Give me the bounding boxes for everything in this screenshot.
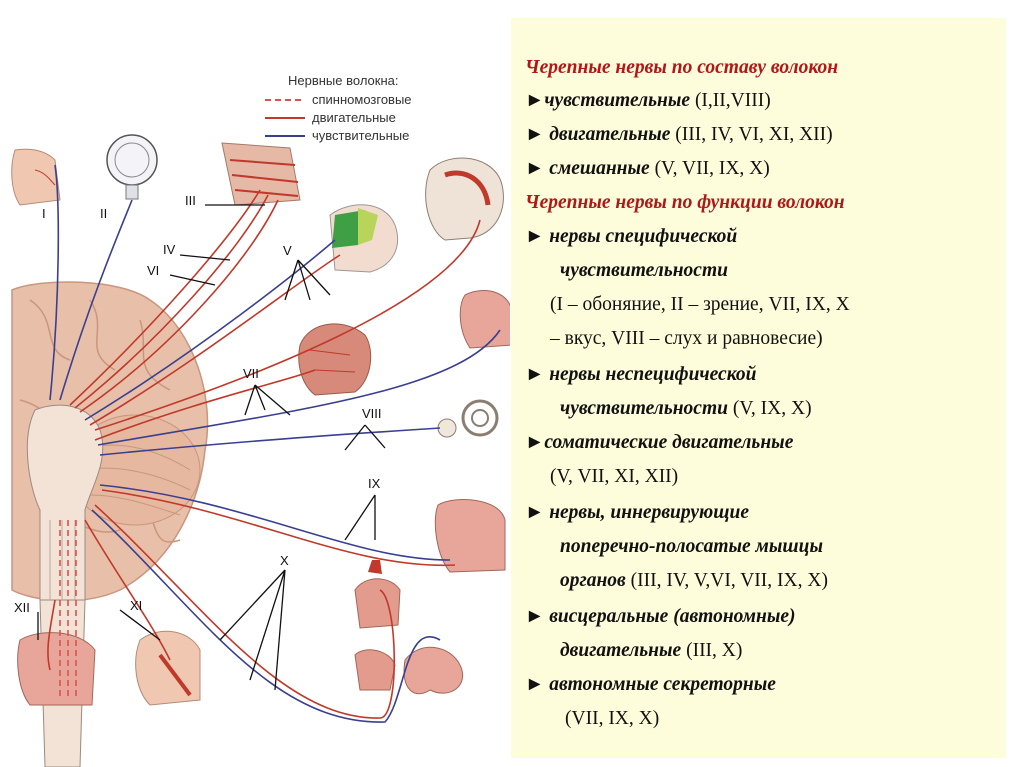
- legend-title: Нервные волокна:: [288, 73, 399, 88]
- line-somatic: ►соматические двигательные: [525, 432, 794, 453]
- numbers-striated: (III, IV, V,VI, VII, IX, X): [625, 570, 828, 591]
- line-specific-cont: чувствительности: [560, 260, 728, 281]
- term-nonspecific-cont: чувствительности: [560, 398, 728, 419]
- text-panel: [511, 18, 1006, 758]
- label-pointers: [37, 204, 386, 691]
- line-mixed: ► смешанные (V, VII, IX, X): [525, 158, 770, 179]
- heading-function: Черепные нервы по функции волокон: [525, 192, 845, 213]
- term-sensory: чувствительные: [544, 90, 691, 111]
- throat-illustration: [434, 499, 506, 573]
- facial-muscles-illustration: [298, 323, 372, 396]
- nerve-label-VI: VI: [147, 263, 159, 278]
- digestive-illustration: [354, 646, 464, 695]
- nerve-label-III: III: [185, 193, 196, 208]
- eye-illustration: [106, 134, 158, 200]
- numbers-motor: (III, IV, VI, XI, XII): [670, 124, 833, 145]
- tongue-illustration: [17, 632, 96, 706]
- nerve-label-X: X: [280, 553, 289, 568]
- nerve-label-VIII: VIII: [362, 406, 382, 421]
- term-visceral: висцеральные (автономные): [549, 606, 796, 627]
- face-sensory-illustration: [329, 204, 399, 273]
- nerve-label-I: I: [42, 206, 46, 221]
- nose-illustration: [11, 148, 61, 206]
- skull-illustration: [425, 157, 504, 241]
- line-visceral: ► висцеральные (автономные): [525, 606, 796, 627]
- numbers-secretory: (VII, IX, X): [565, 708, 660, 729]
- line-nonspecific: ► нервы неспецифической: [525, 364, 757, 385]
- line-striated-cont: поперечно-полосатые мышцы: [560, 536, 824, 557]
- mouth-tongue-illustration: [459, 290, 510, 349]
- neck-illustration: [135, 630, 201, 706]
- legend-label-spinal: спинномозговые: [312, 92, 412, 107]
- nerve-label-V: V: [283, 243, 292, 258]
- orbit-muscles-illustration: [221, 142, 301, 206]
- term-organs: органов: [560, 570, 626, 591]
- term-mixed: смешанные: [549, 158, 650, 179]
- inner-ear-illustration: [437, 399, 499, 438]
- numbers-somatic: (V, VII, XI, XII): [550, 466, 679, 487]
- line-striated: ► нервы, иннервирующие: [525, 502, 749, 523]
- line-nonspecific-cont: чувствительности (V, IX, X): [560, 396, 812, 422]
- nerve-label-IV: IV: [163, 242, 176, 257]
- nerve-label-VII: VII: [243, 366, 259, 381]
- cranial-nerves-diagram: Нервные волокна: спинномозговые двигател…: [11, 73, 510, 767]
- legend-label-motor: двигательные: [312, 110, 396, 125]
- term-somatic: соматические двигательные: [544, 432, 794, 453]
- term-striated: нервы, иннервирующие: [549, 502, 749, 523]
- term-visceral-motor: двигательные: [560, 640, 682, 661]
- term-motor: двигательные: [549, 124, 671, 145]
- numbers-mixed: (V, VII, IX, X): [649, 158, 770, 179]
- line-sensory: ►чувствительные (I,II,VIII): [525, 90, 771, 111]
- line-specific: ► нервы специфической: [525, 226, 738, 247]
- line-specific-detail-1: (I – обоняние, II – зрение, VII, IX, X: [550, 294, 850, 315]
- nerve-label-II: II: [100, 206, 107, 221]
- legend-label-sensory: чувствительные: [312, 128, 409, 143]
- line-visceral-cont: двигательные (III, X): [560, 638, 742, 664]
- numbers-visceral: (III, X): [681, 640, 743, 661]
- nerve-labels: I II III IV VI V VII VIII IX X XI XII: [14, 193, 382, 615]
- nerve-label-XI: XI: [130, 598, 142, 613]
- heart-lungs-illustration: [354, 560, 401, 629]
- line-motor: ► двигательные (III, IV, VI, XI, XII): [525, 124, 833, 145]
- heading-composition: Черепные нервы по составу волокон: [525, 57, 839, 78]
- term-specific: нервы специфической: [549, 226, 738, 247]
- line-striated-cont-2: органов (III, IV, V,VI, VII, IX, X): [560, 568, 828, 594]
- nerve-label-IX: IX: [368, 476, 381, 491]
- line-specific-detail-2: – вкус, VIII – слух и равновесие): [550, 328, 823, 349]
- line-secretory: ► автономные секреторные: [525, 674, 776, 695]
- numbers-nonspecific: (V, IX, X): [727, 398, 812, 419]
- term-nonspecific: нервы неспецифической: [549, 364, 757, 385]
- nerve-label-XII: XII: [14, 600, 30, 615]
- numbers-sensory: (I,II,VIII): [690, 90, 771, 111]
- term-secretory: автономные секреторные: [549, 674, 776, 695]
- fiber-legend: Нервные волокна: спинномозговые двигател…: [265, 73, 412, 143]
- nerve-fibers: [47, 164, 501, 723]
